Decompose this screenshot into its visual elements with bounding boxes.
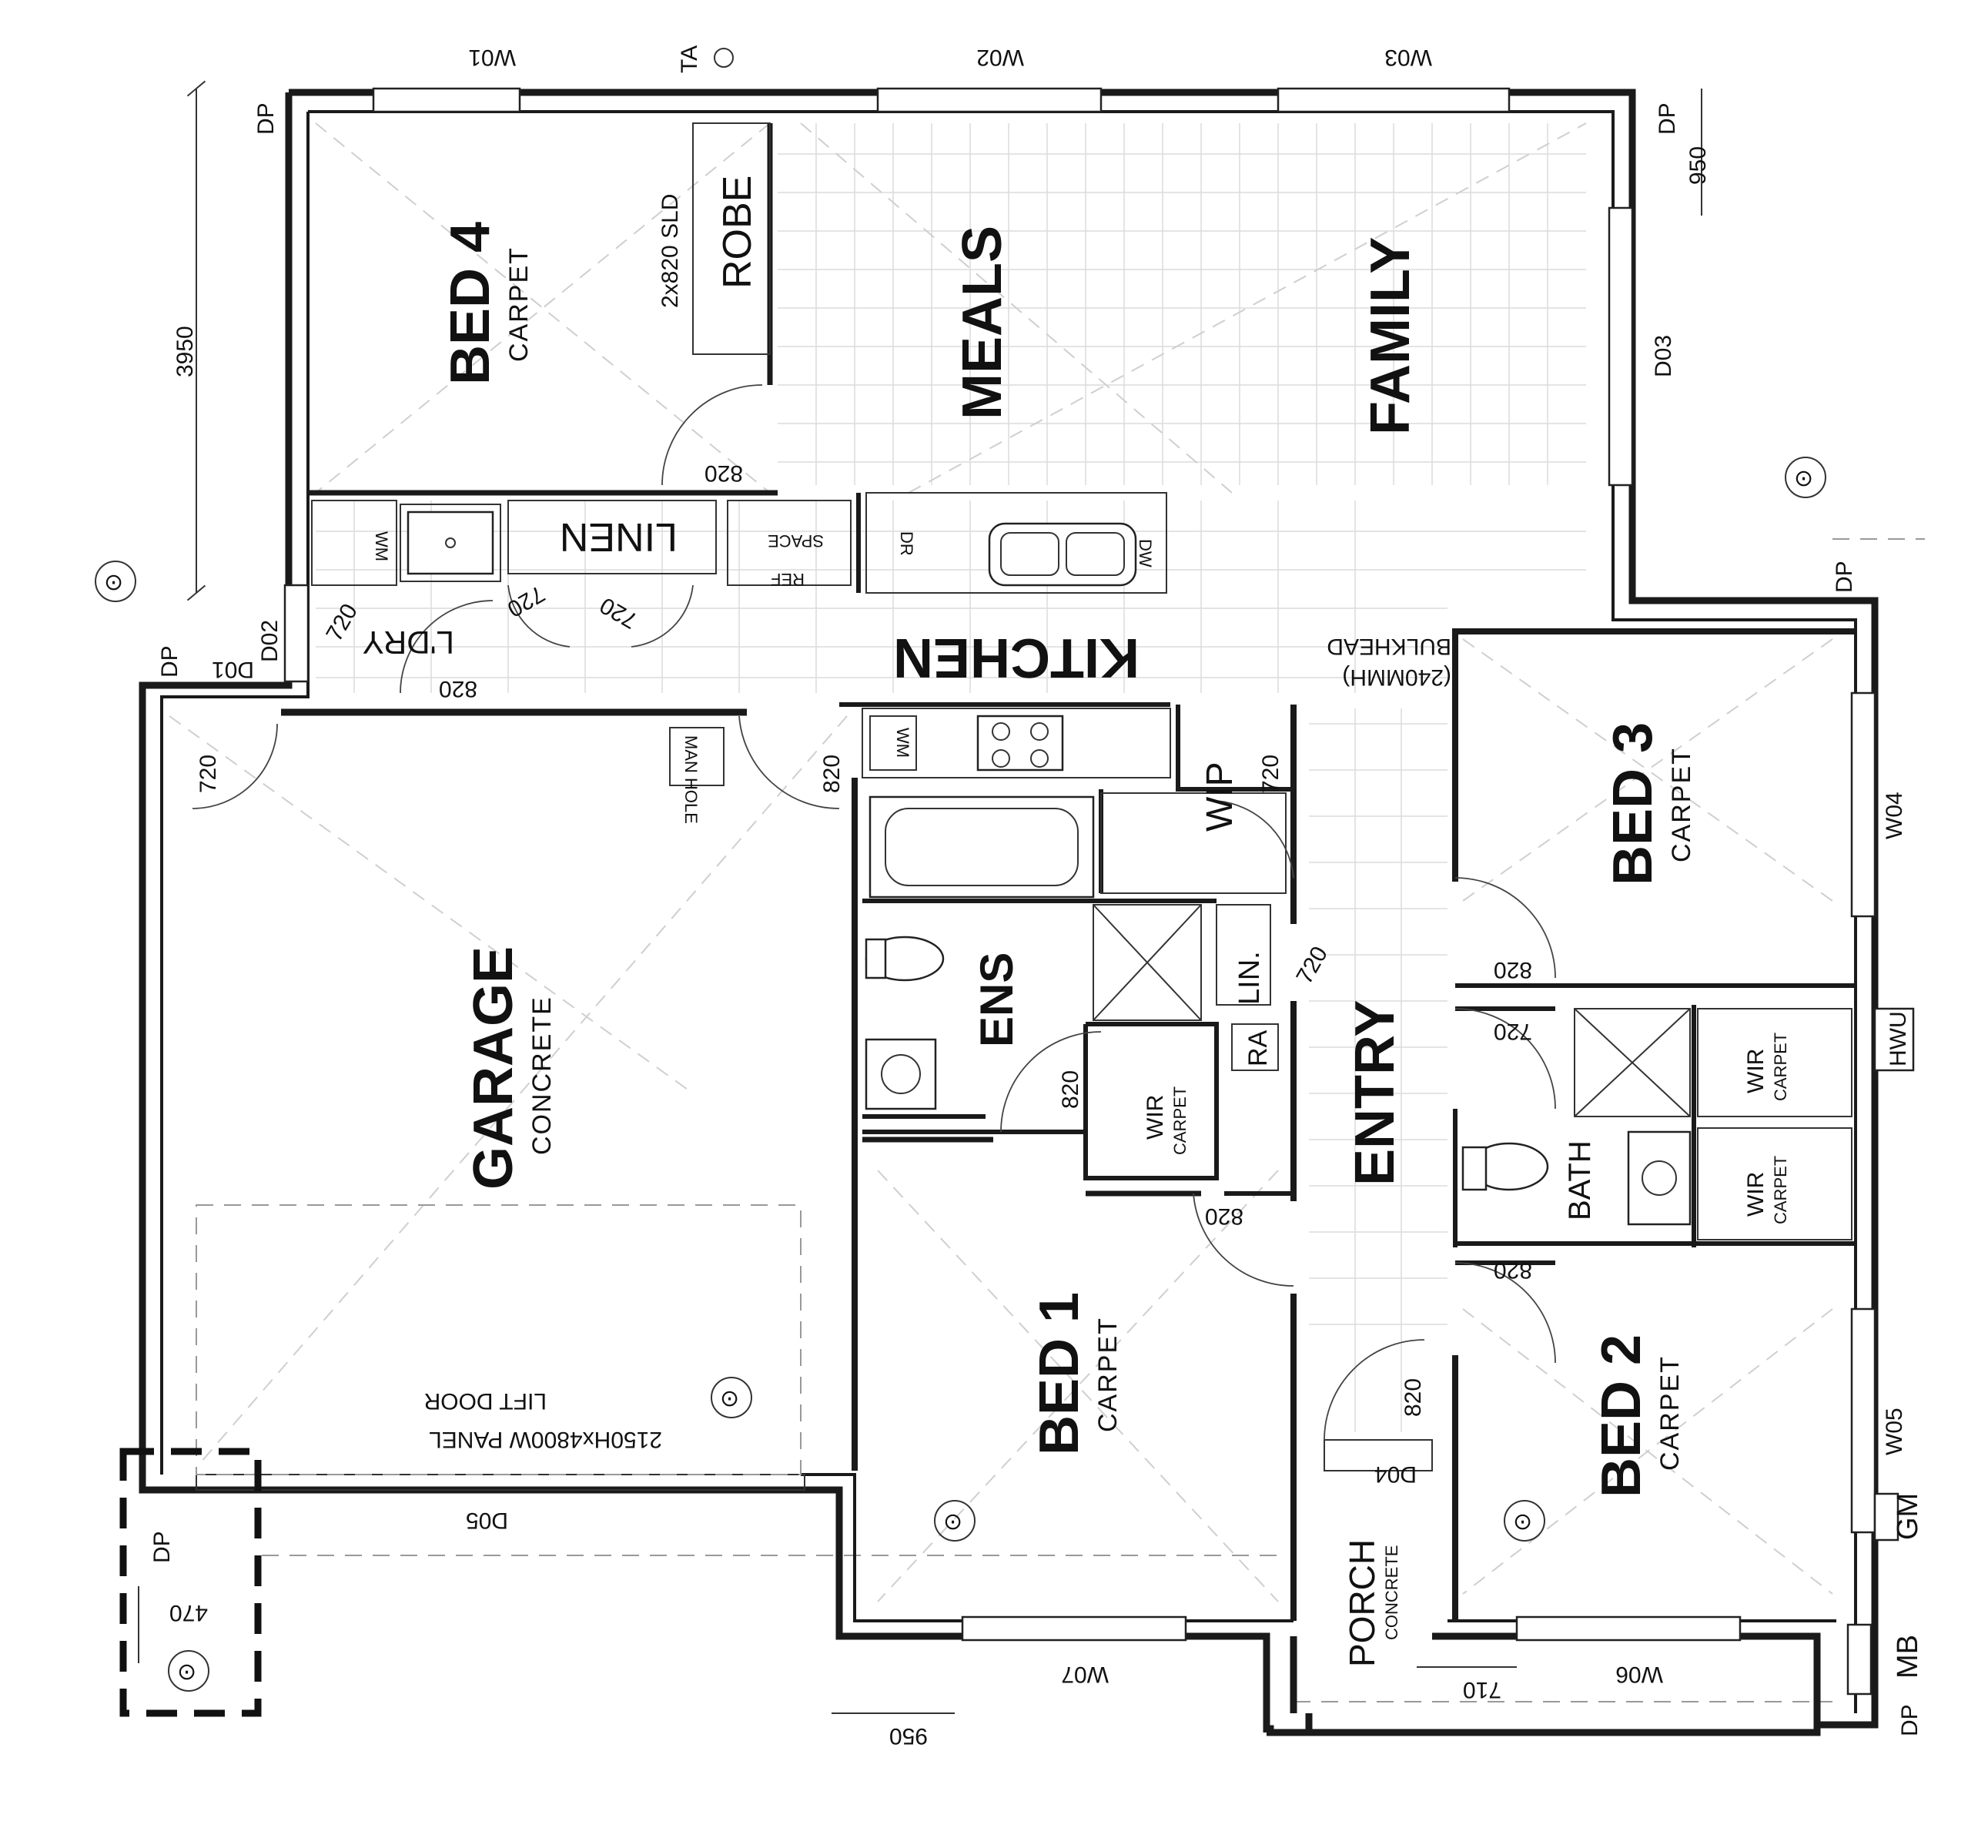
w03-code: W03 — [1384, 45, 1432, 70]
dimension-lines — [119, 80, 1702, 1717]
wir1-label: WIR — [1143, 1095, 1168, 1140]
bed2-finish: CARPET — [1655, 1355, 1685, 1471]
d01-code: D01 — [212, 657, 254, 682]
bed1-label: BED 1 — [1029, 1292, 1090, 1455]
dim-720-lin: 720 — [1291, 942, 1333, 989]
d05-code: D05 — [466, 1508, 508, 1533]
bulkhead-label: BULKHEAD — [1327, 634, 1451, 659]
garage-finish: CONCRETE — [527, 996, 557, 1155]
lin-label: LIN. — [1233, 951, 1266, 1005]
w07-code: W07 — [1061, 1662, 1109, 1687]
smoke-alarm-markers — [95, 48, 1826, 1692]
dr-label: DR — [897, 531, 916, 556]
dp-code-garage: DP — [149, 1531, 175, 1563]
porch-finish: CONCRETE — [1382, 1545, 1401, 1640]
dim-720-linen-left: 720 — [503, 581, 549, 622]
dim-3950: 3950 — [172, 326, 198, 377]
wip-label: WIP — [1200, 762, 1240, 832]
internal-walls — [196, 122, 1856, 1621]
w01-code: W01 — [468, 45, 516, 70]
dim-820-bed3: 820 — [1494, 957, 1532, 983]
kitchen-label: KITCHEN — [893, 627, 1140, 688]
robe-label: ROBE — [715, 176, 760, 289]
tile-grid — [316, 123, 1586, 1432]
man-hole-label: MAN HOLE — [681, 735, 701, 824]
bath-label: BATH — [1563, 1140, 1597, 1220]
w04-code: W04 — [1882, 792, 1907, 839]
hwu-label: HWU — [1886, 1011, 1911, 1066]
laundry-label: L'DRY — [363, 624, 454, 661]
smoke-alarm-icon-2: ⊙ — [1794, 466, 1813, 491]
dim-720-linen-right: 720 — [596, 592, 642, 634]
ta-label: TA — [677, 45, 702, 73]
smoke-alarm-icon-4: ⊙ — [943, 1509, 962, 1535]
dim-820-bed4: 820 — [705, 460, 743, 486]
w02-code: W02 — [976, 45, 1024, 70]
ref-label: REF — [771, 570, 805, 589]
ra-label: RA — [1243, 1029, 1273, 1066]
dim-820-ldry: 820 — [439, 676, 477, 701]
garage-label: GARAGE — [463, 946, 524, 1190]
ens-label: ENS — [971, 952, 1022, 1047]
d04-code: D04 — [1374, 1461, 1417, 1487]
lift-door-panel-label: 2150Hx4800W PANEL — [429, 1427, 662, 1452]
dim-720-wip: 720 — [1258, 755, 1283, 793]
bed3-label: BED 3 — [1602, 722, 1664, 886]
robe-door-label: 2x820 SLD — [658, 194, 683, 308]
dim-470: 470 — [169, 1600, 208, 1625]
smoke-alarm-icon-3: ⊙ — [720, 1386, 739, 1411]
dim-820-kitchen: 820 — [819, 755, 845, 793]
smoke-alarm-icon-1: ⊙ — [104, 570, 123, 595]
dp-code-top-left: DP — [253, 102, 279, 135]
d02-code: D02 — [257, 620, 283, 662]
wm-label-kitchen: WM — [893, 728, 912, 758]
dim-950-right: 950 — [1685, 146, 1711, 185]
dim-820-entry: 820 — [1401, 1378, 1426, 1417]
smoke-alarm-icon-5: ⊙ — [1513, 1509, 1532, 1535]
space-label: SPACE — [768, 531, 824, 551]
bed1-finish: CARPET — [1093, 1317, 1123, 1432]
d03-code: D03 — [1651, 335, 1676, 377]
family-label: FAMILY — [1360, 237, 1421, 435]
porch-label: PORCH — [1342, 1539, 1382, 1667]
dim-720-bath: 720 — [1494, 1019, 1532, 1044]
wm-label-laundry: WM — [372, 531, 391, 561]
dw-label: DW — [1136, 539, 1155, 567]
wir1-finish: CARPET — [1170, 1086, 1190, 1155]
mb-label: MB — [1892, 1635, 1924, 1679]
dim-950-bottom: 950 — [889, 1723, 928, 1749]
wir3-finish: CARPET — [1771, 1033, 1790, 1101]
meals-label: MEALS — [952, 226, 1013, 420]
bulkhead-height-label: (240MMH) — [1342, 665, 1451, 690]
dim-820-bed2: 820 — [1494, 1257, 1532, 1283]
dp-code-bottom-right: DP — [1897, 1704, 1923, 1736]
dp-code-left: DP — [157, 645, 182, 678]
smoke-alarm-icon-6: ⊙ — [177, 1659, 196, 1685]
dim-820-ens: 820 — [1058, 1070, 1083, 1109]
door-swings — [192, 384, 1556, 1441]
dp-code-right: DP — [1832, 561, 1857, 593]
bed4-label: BED 4 — [440, 222, 501, 385]
dim-720-ldry: 720 — [321, 600, 363, 646]
w06-code: W06 — [1615, 1662, 1663, 1687]
bed4-finish: CARPET — [504, 246, 534, 362]
entry-label: ENTRY — [1344, 1000, 1406, 1186]
lift-door-label: LIFT DOOR — [424, 1388, 547, 1414]
linen-label: LINEN — [560, 514, 678, 559]
bed2-label: BED 2 — [1591, 1334, 1652, 1498]
dim-820-bed1: 820 — [1205, 1204, 1243, 1229]
dp-code-top-right: DP — [1655, 102, 1680, 135]
bed3-finish: CARPET — [1667, 747, 1696, 862]
w05-code: W05 — [1882, 1408, 1907, 1455]
gm-label: GM — [1892, 1493, 1924, 1540]
windows — [372, 87, 1915, 1696]
wir2-label: WIR — [1743, 1172, 1769, 1217]
wir2-finish: CARPET — [1771, 1156, 1790, 1224]
roof-lines — [169, 122, 1925, 1702]
dim-710: 710 — [1463, 1677, 1501, 1702]
dim-720-garage: 720 — [196, 755, 221, 793]
wir3-label: WIR — [1743, 1049, 1769, 1093]
